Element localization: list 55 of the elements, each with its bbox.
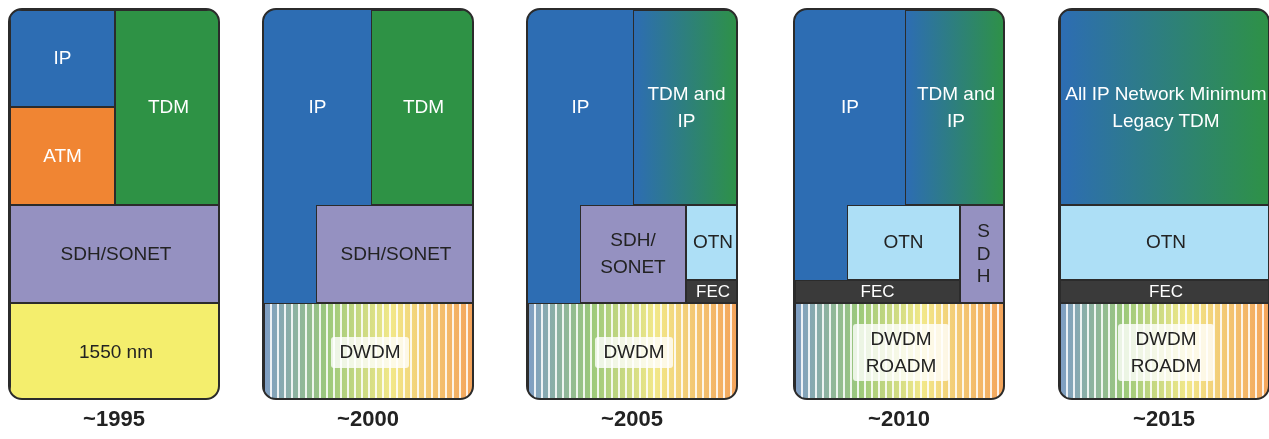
layer-block bbox=[1060, 10, 1268, 205]
layer-label: S D H bbox=[976, 219, 991, 289]
layer-block bbox=[686, 205, 736, 280]
layer-label: TDM and IP bbox=[646, 81, 727, 133]
layer-block bbox=[1060, 303, 1268, 398]
layer-block bbox=[10, 10, 115, 107]
layer-label: FEC bbox=[695, 283, 731, 300]
layer-label: IP bbox=[841, 95, 859, 120]
layer-block bbox=[1060, 205, 1268, 280]
layer-label: OTN bbox=[1145, 230, 1187, 255]
layer-label: IP bbox=[53, 46, 72, 71]
layer-block bbox=[10, 107, 115, 205]
layer-block bbox=[264, 10, 371, 205]
layer-label: DWDM bbox=[595, 337, 673, 368]
layer-label: SDH/SONET bbox=[340, 241, 452, 266]
layer-block bbox=[528, 303, 736, 398]
layer-label: SDH/SONET bbox=[60, 241, 172, 266]
year-label: ~2000 bbox=[336, 406, 400, 432]
layer-block bbox=[264, 303, 472, 398]
layer-label: 1550 nm bbox=[79, 340, 153, 365]
layer-block bbox=[1060, 280, 1268, 303]
layer-label: OTN bbox=[883, 230, 924, 255]
layer-block bbox=[795, 280, 960, 303]
layer-label: TDM bbox=[402, 95, 445, 120]
layer-label: SDH/ SONET bbox=[599, 228, 667, 279]
layer-label: FEC bbox=[860, 283, 895, 300]
layer-block bbox=[580, 205, 686, 303]
layer-label: FEC bbox=[1149, 283, 1183, 300]
layer-label: IP bbox=[308, 95, 327, 120]
layer-block bbox=[795, 10, 905, 205]
layer-block bbox=[686, 280, 736, 303]
layer-label: OTN bbox=[691, 230, 735, 255]
layer-label: DWDM ROADM bbox=[853, 323, 949, 382]
year-label: ~1995 bbox=[82, 406, 146, 432]
layer-block bbox=[905, 10, 1003, 205]
layer-block bbox=[10, 303, 218, 398]
layer-block bbox=[115, 10, 218, 205]
year-label: ~2015 bbox=[1132, 406, 1196, 432]
layer-block bbox=[633, 10, 736, 205]
layer-label: ATM bbox=[43, 143, 82, 168]
layer-block bbox=[316, 205, 472, 303]
layer-block bbox=[10, 205, 218, 303]
layer-label: DWDM ROADM bbox=[1118, 323, 1214, 382]
layer-label: IP bbox=[571, 95, 590, 120]
year-label: ~2010 bbox=[867, 406, 931, 432]
layer-label: TDM bbox=[147, 95, 190, 120]
layer-label: TDM and IP bbox=[916, 81, 996, 133]
layer-block bbox=[528, 10, 633, 205]
layer-block bbox=[960, 205, 1003, 303]
layer-block bbox=[795, 303, 1003, 398]
layer-block bbox=[371, 10, 472, 205]
layer-label: All IP Network Minimum Legacy TDM bbox=[1064, 81, 1268, 133]
year-label: ~2005 bbox=[600, 406, 664, 432]
layer-label: DWDM bbox=[331, 337, 409, 368]
layer-block bbox=[847, 205, 960, 280]
